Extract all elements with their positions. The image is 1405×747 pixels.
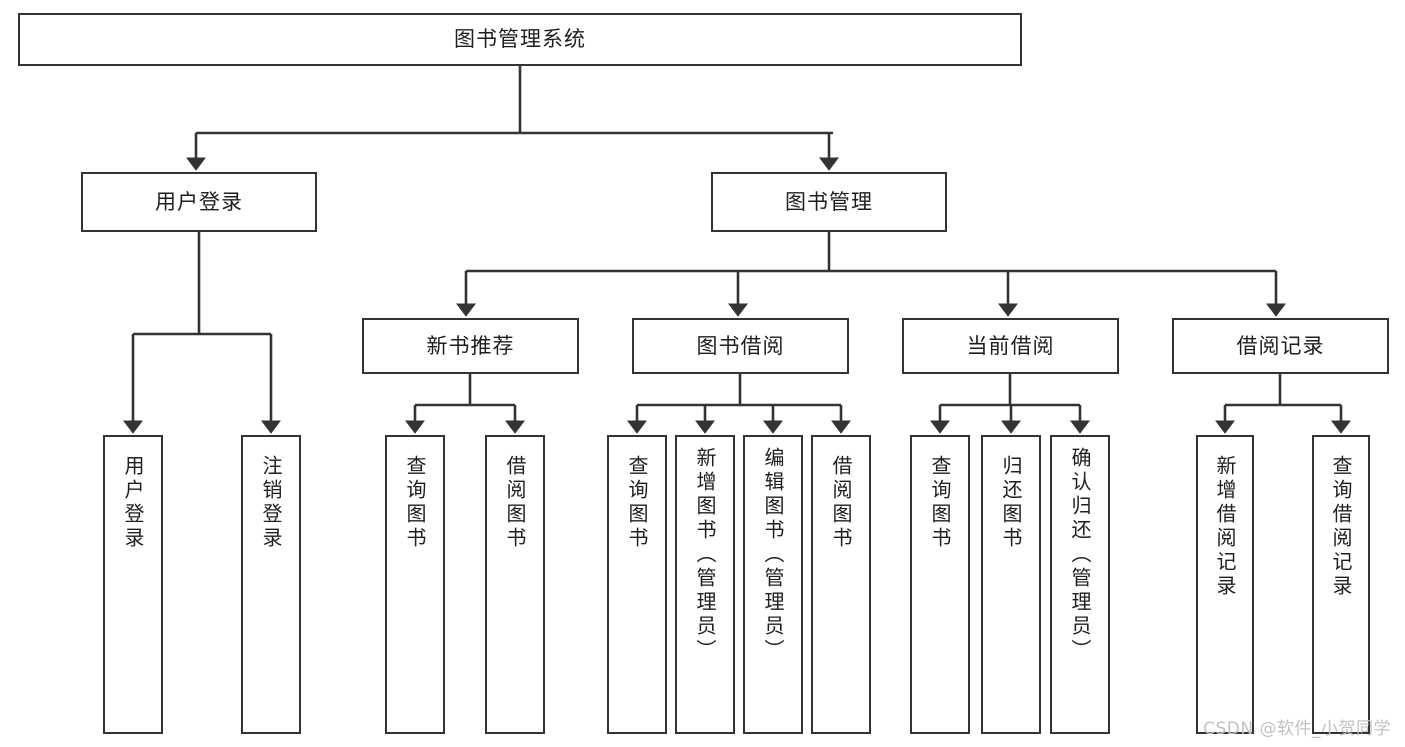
leaf-bb-add-book-admin-label: 新增图书（管理员） [693, 447, 717, 663]
leaf-bb-query-book[interactable]: 查询图书 [607, 435, 667, 734]
node-borrow-record-label: 借阅记录 [1236, 333, 1325, 358]
leaf-logout-label: 注销登录 [259, 455, 283, 551]
leaf-bb-edit-book-admin[interactable]: 编辑图书（管理员） [743, 435, 803, 734]
leaf-nb-borrow-book-label: 借阅图书 [503, 455, 527, 551]
leaf-bb-borrow-book[interactable]: 借阅图书 [811, 435, 871, 734]
node-book-management[interactable]: 图书管理 [711, 172, 947, 232]
node-book-borrow[interactable]: 图书借阅 [632, 318, 849, 374]
leaf-bb-borrow-book-label: 借阅图书 [829, 455, 853, 551]
node-user-login-label: 用户登录 [155, 189, 243, 214]
node-user-login[interactable]: 用户登录 [81, 172, 317, 232]
leaf-cb-return-book[interactable]: 归还图书 [981, 435, 1041, 734]
leaf-cb-query-book[interactable]: 查询图书 [910, 435, 970, 734]
leaf-br-query-record[interactable]: 查询借阅记录 [1312, 435, 1370, 734]
watermark: CSDN @软件_小贺同学 [1203, 719, 1391, 739]
leaf-nb-query-book-label: 查询图书 [403, 455, 427, 551]
node-new-book-recommend[interactable]: 新书推荐 [362, 318, 579, 374]
leaf-cb-return-book-label: 归还图书 [999, 455, 1023, 551]
leaf-nb-query-book[interactable]: 查询图书 [385, 435, 445, 734]
leaf-cb-confirm-return-admin[interactable]: 确认归还（管理员） [1050, 435, 1110, 734]
node-borrow-record[interactable]: 借阅记录 [1172, 318, 1389, 374]
leaf-br-query-record-label: 查询借阅记录 [1329, 455, 1353, 599]
leaf-cb-confirm-return-admin-label: 确认归还（管理员） [1068, 447, 1092, 663]
leaf-bb-query-book-label: 查询图书 [625, 455, 649, 551]
node-current-borrow[interactable]: 当前借阅 [902, 318, 1119, 374]
leaf-user-login-label: 用户登录 [121, 455, 145, 551]
leaf-nb-borrow-book[interactable]: 借阅图书 [485, 435, 545, 734]
leaf-bb-add-book-admin[interactable]: 新增图书（管理员） [675, 435, 735, 734]
node-book-management-label: 图书管理 [785, 189, 873, 214]
leaf-user-login[interactable]: 用户登录 [103, 435, 163, 734]
node-root-label: 图书管理系统 [454, 27, 586, 52]
leaf-cb-query-book-label: 查询图书 [928, 455, 952, 551]
leaf-bb-edit-book-admin-label: 编辑图书（管理员） [761, 447, 785, 663]
leaf-br-add-record-label: 新增借阅记录 [1213, 455, 1237, 599]
node-current-borrow-label: 当前借阅 [966, 333, 1055, 358]
leaf-logout[interactable]: 注销登录 [241, 435, 301, 734]
leaf-br-add-record[interactable]: 新增借阅记录 [1196, 435, 1254, 734]
node-root[interactable]: 图书管理系统 [18, 13, 1022, 66]
node-new-book-recommend-label: 新书推荐 [426, 333, 515, 358]
node-book-borrow-label: 图书借阅 [696, 333, 785, 358]
